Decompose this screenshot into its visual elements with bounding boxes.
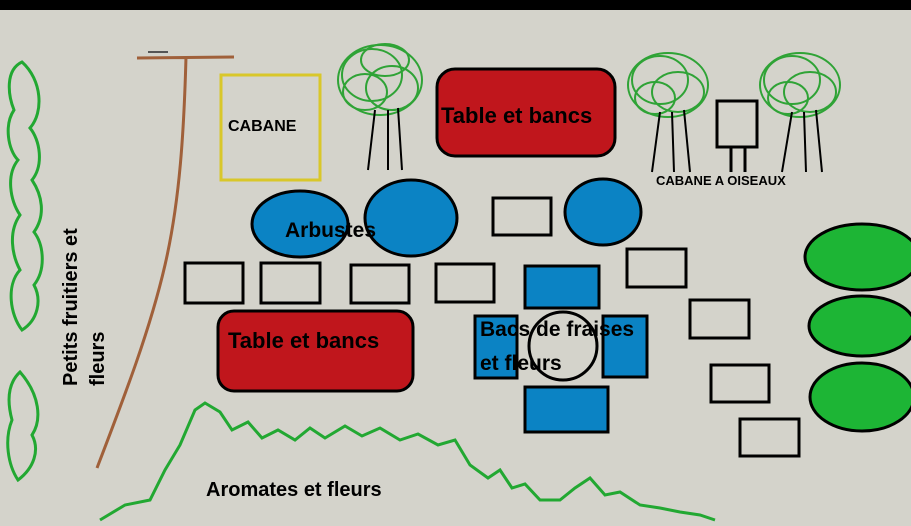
table-benches-top bbox=[435, 67, 617, 158]
table-top-label: Table et bancs bbox=[441, 103, 593, 128]
cabane-label: CABANE bbox=[228, 118, 297, 135]
tree-mid bbox=[627, 52, 709, 173]
center-circle bbox=[527, 310, 599, 382]
table-benches-left bbox=[216, 309, 415, 393]
aromates-label: Aromates et fleurs bbox=[206, 479, 382, 501]
petits-fruitiers-label: Petits fruitiers et fleurs bbox=[60, 228, 109, 386]
aromates-border bbox=[99, 401, 716, 522]
cabane-oiseaux-label: CABANE A OISEAUX bbox=[656, 173, 786, 188]
birdhouse-post bbox=[729, 147, 747, 172]
cabane-box bbox=[219, 73, 322, 182]
shrub-3 bbox=[563, 177, 643, 247]
strawberry-beds bbox=[473, 264, 649, 434]
stepping-stones bbox=[183, 196, 801, 458]
top-bar bbox=[0, 0, 911, 10]
arbustes-label: Arbustes bbox=[285, 219, 377, 242]
table-left-label: Table et bancs bbox=[228, 328, 380, 353]
bacs-label-line2: et fleurs bbox=[480, 352, 562, 375]
shrub-2 bbox=[363, 178, 459, 258]
tree-left bbox=[337, 43, 423, 171]
garden-path bbox=[95, 55, 235, 469]
tree-right bbox=[759, 52, 841, 173]
bacs-label-line1: Bacs de fraises bbox=[480, 318, 635, 341]
shrub-1 bbox=[250, 189, 350, 259]
hedge-shrubs bbox=[6, 60, 44, 483]
birdhouse bbox=[715, 99, 759, 149]
green-beds bbox=[803, 222, 911, 433]
